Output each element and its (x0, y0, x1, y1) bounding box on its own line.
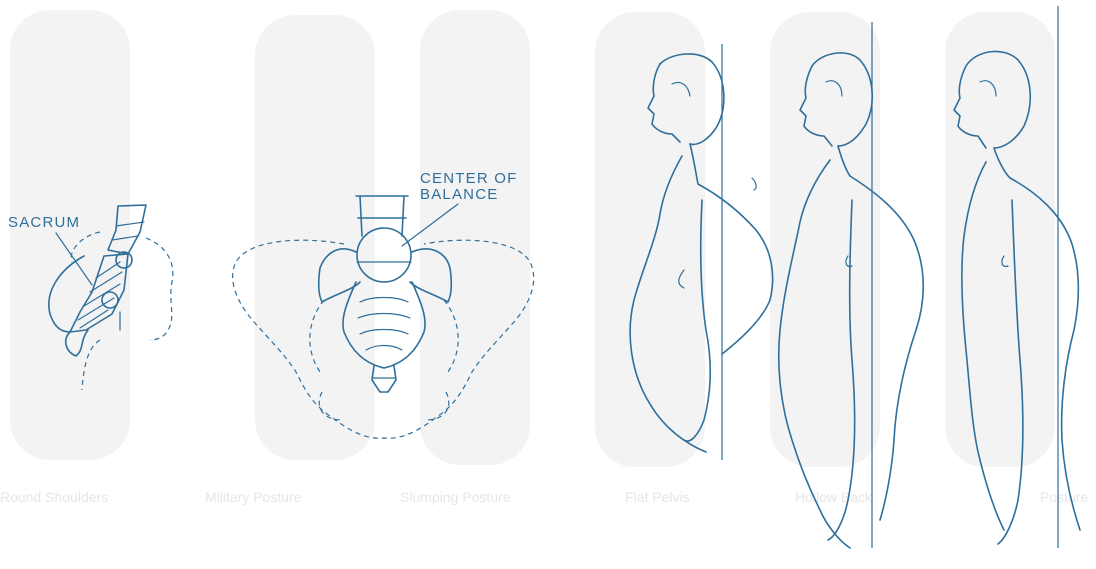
sacrum-label: SACRUM (8, 214, 80, 231)
center-of-balance-label-line2: BALANCE (420, 186, 498, 203)
caption-military-posture: Military Posture (205, 489, 302, 505)
caption-hollow-back: Hollow Back (795, 489, 873, 505)
caption-flat-pelvis: Flat Pelvis (625, 489, 690, 505)
coccyx-front (372, 366, 396, 392)
caption-slumping-posture: Slumping Posture (400, 489, 511, 505)
center-of-balance-label-line1: CENTER OF (420, 170, 517, 187)
caption-posture: Posture (1040, 489, 1088, 505)
caption-round-shoulders: Round Shoulders (0, 489, 108, 505)
shoulder-mark-1 (752, 178, 756, 190)
background-captions: Round Shoulders Military Posture Slumpin… (0, 489, 1088, 505)
